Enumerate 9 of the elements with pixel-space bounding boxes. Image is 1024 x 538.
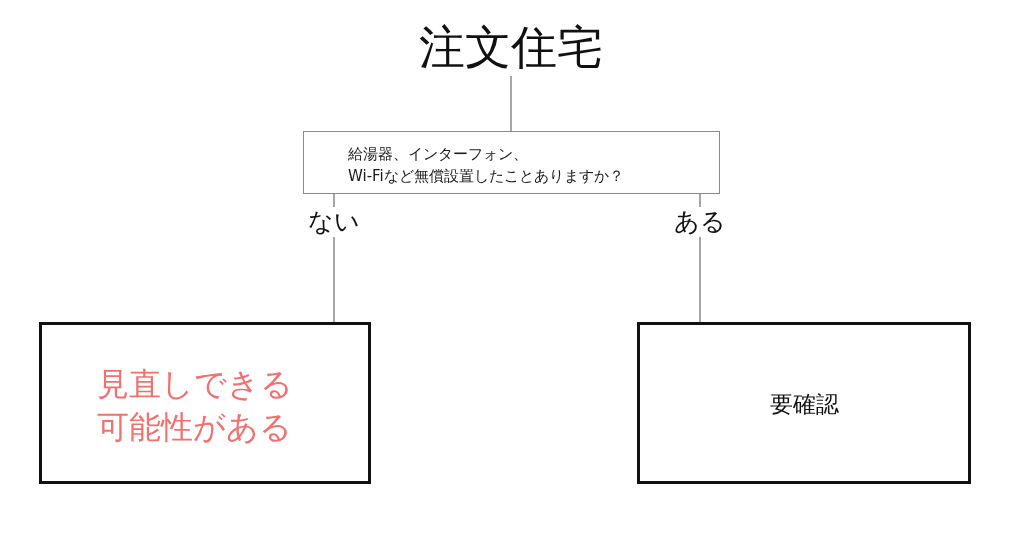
result-box (637, 322, 971, 484)
result-box (39, 322, 371, 484)
question-text: 給湯器、インターフォン、 (348, 144, 528, 165)
question-box (303, 131, 720, 194)
title-text: 注文住宅 (391, 18, 631, 76)
result-text: 見直しできる可能性がある (97, 364, 294, 448)
result-text: 要確認 (769, 390, 839, 419)
connector-line (510, 75, 512, 132)
question-text: Wi-Fiなど無償設置したことありますか？ (348, 166, 624, 187)
